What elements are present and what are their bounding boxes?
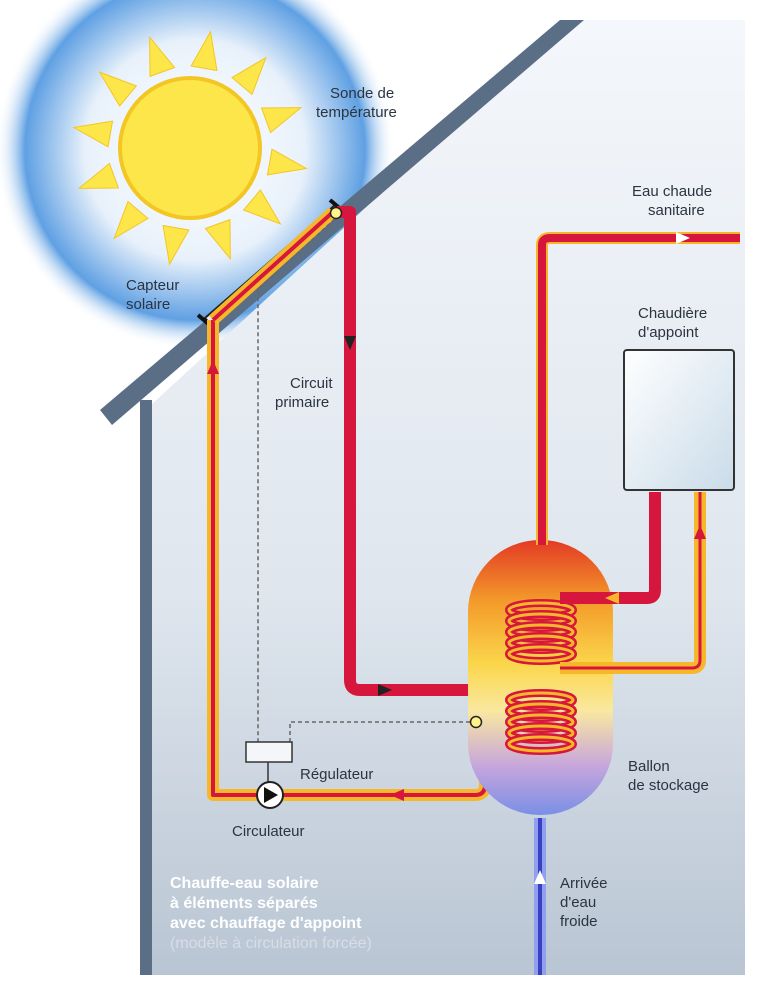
- sun-ray: [266, 148, 308, 176]
- coil-turn: [507, 735, 575, 753]
- sun-ray: [149, 35, 176, 78]
- circuit-label-line2: primaire: [275, 394, 329, 411]
- regulator: [245, 741, 293, 763]
- backup-boiler: [623, 349, 735, 491]
- sun-ray: [72, 120, 114, 148]
- sun-ray: [190, 30, 218, 72]
- sun-ray: [98, 71, 138, 107]
- flow-arrows: [207, 232, 706, 884]
- hot-water-pipe-core: [538, 234, 740, 545]
- sun-ray: [242, 189, 282, 225]
- collector-riser-core: [211, 210, 335, 322]
- sun-ray: [260, 107, 303, 134]
- tank-label-line1: Ballon: [628, 758, 670, 775]
- tank-sensor-wire: [289, 721, 470, 742]
- sun-icon: [72, 30, 308, 266]
- boiler-label-line2: d'appoint: [638, 324, 699, 341]
- boiler-flow-pipe: [560, 492, 661, 604]
- house-left-wall: [140, 400, 152, 975]
- sensor-label-line2: température: [316, 104, 397, 121]
- storage-tank: [468, 540, 613, 815]
- regulator-label: Régulateur: [300, 766, 373, 783]
- tank-label-line2: de stockage: [628, 777, 709, 794]
- sun-ray: [231, 56, 267, 96]
- hot-water-label-line1: Eau chaude: [632, 183, 712, 200]
- circuit-label-line1: Circuit: [290, 375, 333, 392]
- caption-line1: Chauffe-eau solaire: [170, 875, 319, 892]
- caption-note: (modèle à circulation forcée): [170, 935, 372, 952]
- caption-line2: à éléments séparés: [170, 895, 318, 912]
- sun-ray: [204, 218, 231, 261]
- primary-flow-pipe: [337, 206, 545, 696]
- collector-label-line2: solaire: [126, 296, 170, 313]
- hot-water-label-line2: sanitaire: [648, 202, 705, 219]
- caption-line3: avec chauffage d'appoint: [170, 915, 362, 932]
- sun-ray: [162, 224, 190, 266]
- boiler-heat-exchanger-coil: [505, 599, 577, 665]
- tank-temperature-sensor: [469, 715, 483, 729]
- roof: [100, 20, 584, 425]
- coil-turn: [507, 645, 575, 663]
- cold-water-label-line3: froide: [560, 913, 598, 930]
- circulator-pump-icon: [256, 781, 284, 809]
- boiler-label-line1: Chaudière: [638, 305, 707, 322]
- pump-label: Circulateur: [232, 823, 305, 840]
- collector-temperature-sensor: [329, 206, 343, 220]
- cold-water-label-line2: d'eau: [560, 894, 596, 911]
- sun-ray: [113, 200, 149, 240]
- sensor-wire: [257, 213, 341, 742]
- primary-heat-exchanger-coil: [505, 689, 577, 755]
- cold-water-label-line1: Arrivée: [560, 875, 608, 892]
- collector-label-line1: Capteur: [126, 277, 179, 294]
- boiler-return-pipe-core: [560, 492, 702, 670]
- sun-ray: [77, 162, 120, 189]
- sensor-label-line1: Sonde de: [330, 85, 394, 102]
